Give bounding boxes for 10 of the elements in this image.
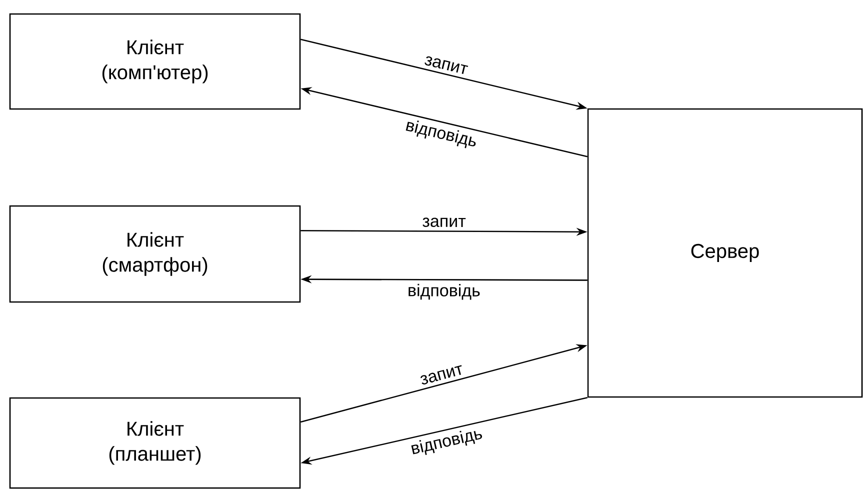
- client-box: Клієнт (смартфон): [9, 205, 301, 303]
- edge-label: запит: [421, 216, 467, 228]
- client-box: Клієнт (планшет): [9, 397, 301, 489]
- client-box: Клієнт (комп'ютер): [9, 13, 301, 110]
- edge-label: відповідь: [406, 282, 482, 301]
- edge-label: запит: [418, 364, 466, 386]
- edge-label: запит: [422, 54, 470, 76]
- server-box: Сервер: [587, 108, 863, 398]
- edge-label: відповідь: [408, 425, 486, 460]
- edge-label: відповідь: [402, 117, 480, 152]
